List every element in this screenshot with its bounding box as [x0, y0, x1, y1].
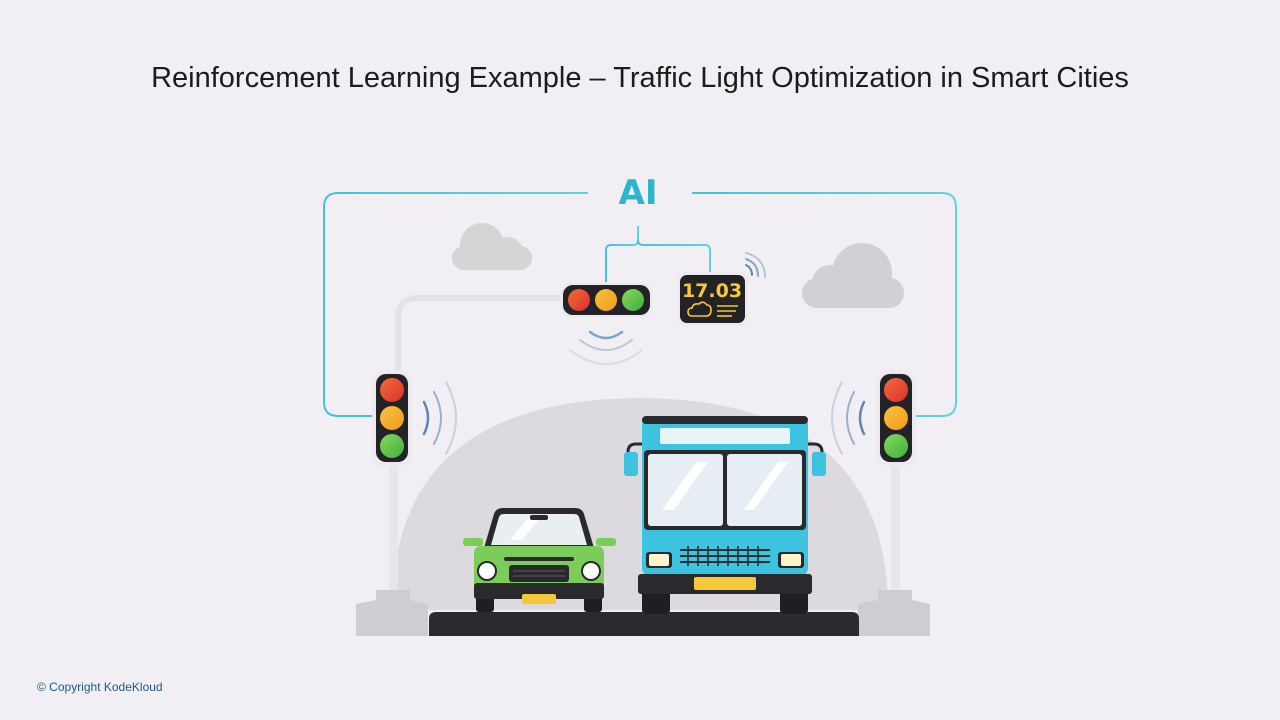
wifi-signal-icon [422, 381, 457, 455]
traffic-light-icon [372, 370, 412, 466]
weather-display-icon: 17.03 [677, 272, 748, 326]
cloud-icon [452, 223, 532, 270]
left-pole-base [356, 590, 428, 636]
right-pole [891, 460, 900, 595]
ai-label: AI [619, 173, 658, 213]
traffic-light-icon [876, 370, 916, 466]
display-time: 17.03 [682, 280, 742, 302]
traffic-light-icon [560, 282, 653, 318]
right-pole-base [858, 590, 930, 636]
copyright-footer: © Copyright KodeKloud [37, 680, 163, 694]
road [429, 612, 859, 636]
cloud-icon [802, 243, 904, 308]
bus-icon [624, 416, 826, 614]
left-pole [389, 460, 398, 595]
pole-cable [395, 295, 560, 380]
wifi-signal-icon [569, 330, 643, 365]
car-icon [463, 508, 616, 612]
wifi-signal-icon [831, 381, 866, 455]
wifi-signal-icon [745, 252, 766, 278]
slide-title: Reinforcement Learning Example – Traffic… [151, 62, 1129, 94]
ai-network-lines [323, 192, 957, 417]
